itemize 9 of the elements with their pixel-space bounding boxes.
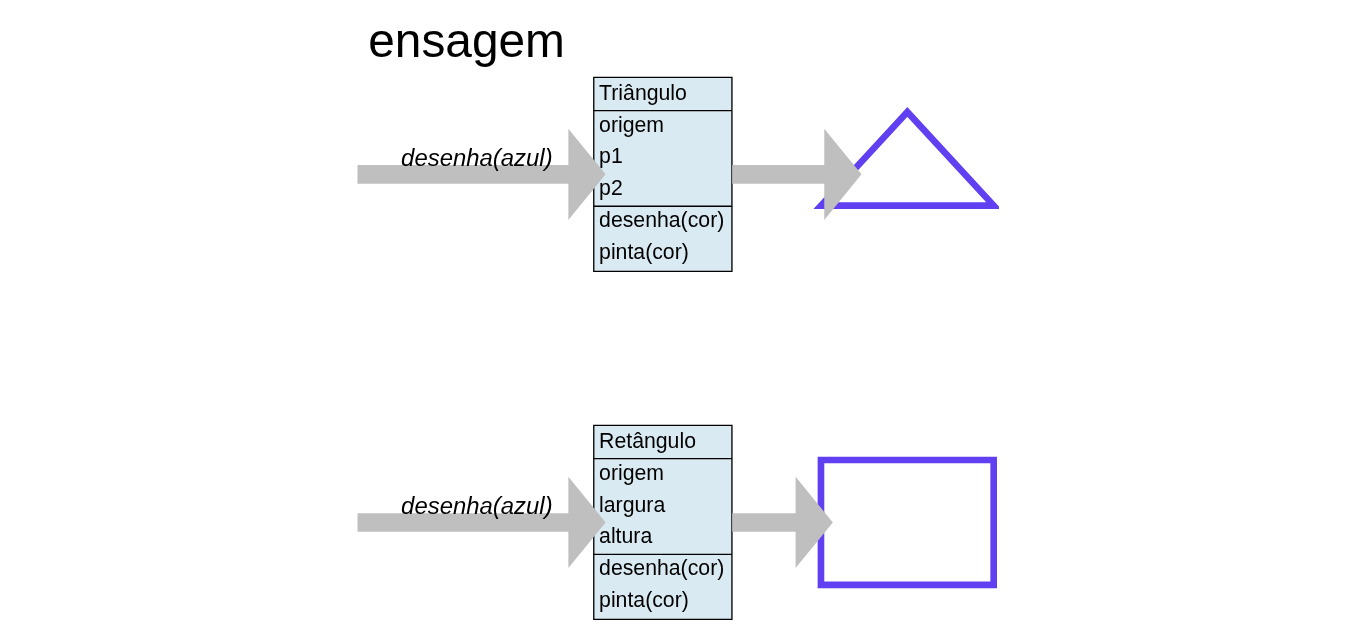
edge-label: desenha(azul) bbox=[400, 491, 553, 519]
node-triangle bbox=[812, 107, 999, 209]
arrow bbox=[357, 476, 606, 569]
edge-label: desenha(azul) bbox=[400, 143, 553, 171]
arrow bbox=[357, 128, 606, 220]
arrow bbox=[731, 128, 862, 220]
diagram-title: ensagem bbox=[367, 14, 565, 68]
arrow bbox=[731, 476, 833, 569]
node-box bbox=[817, 456, 997, 589]
